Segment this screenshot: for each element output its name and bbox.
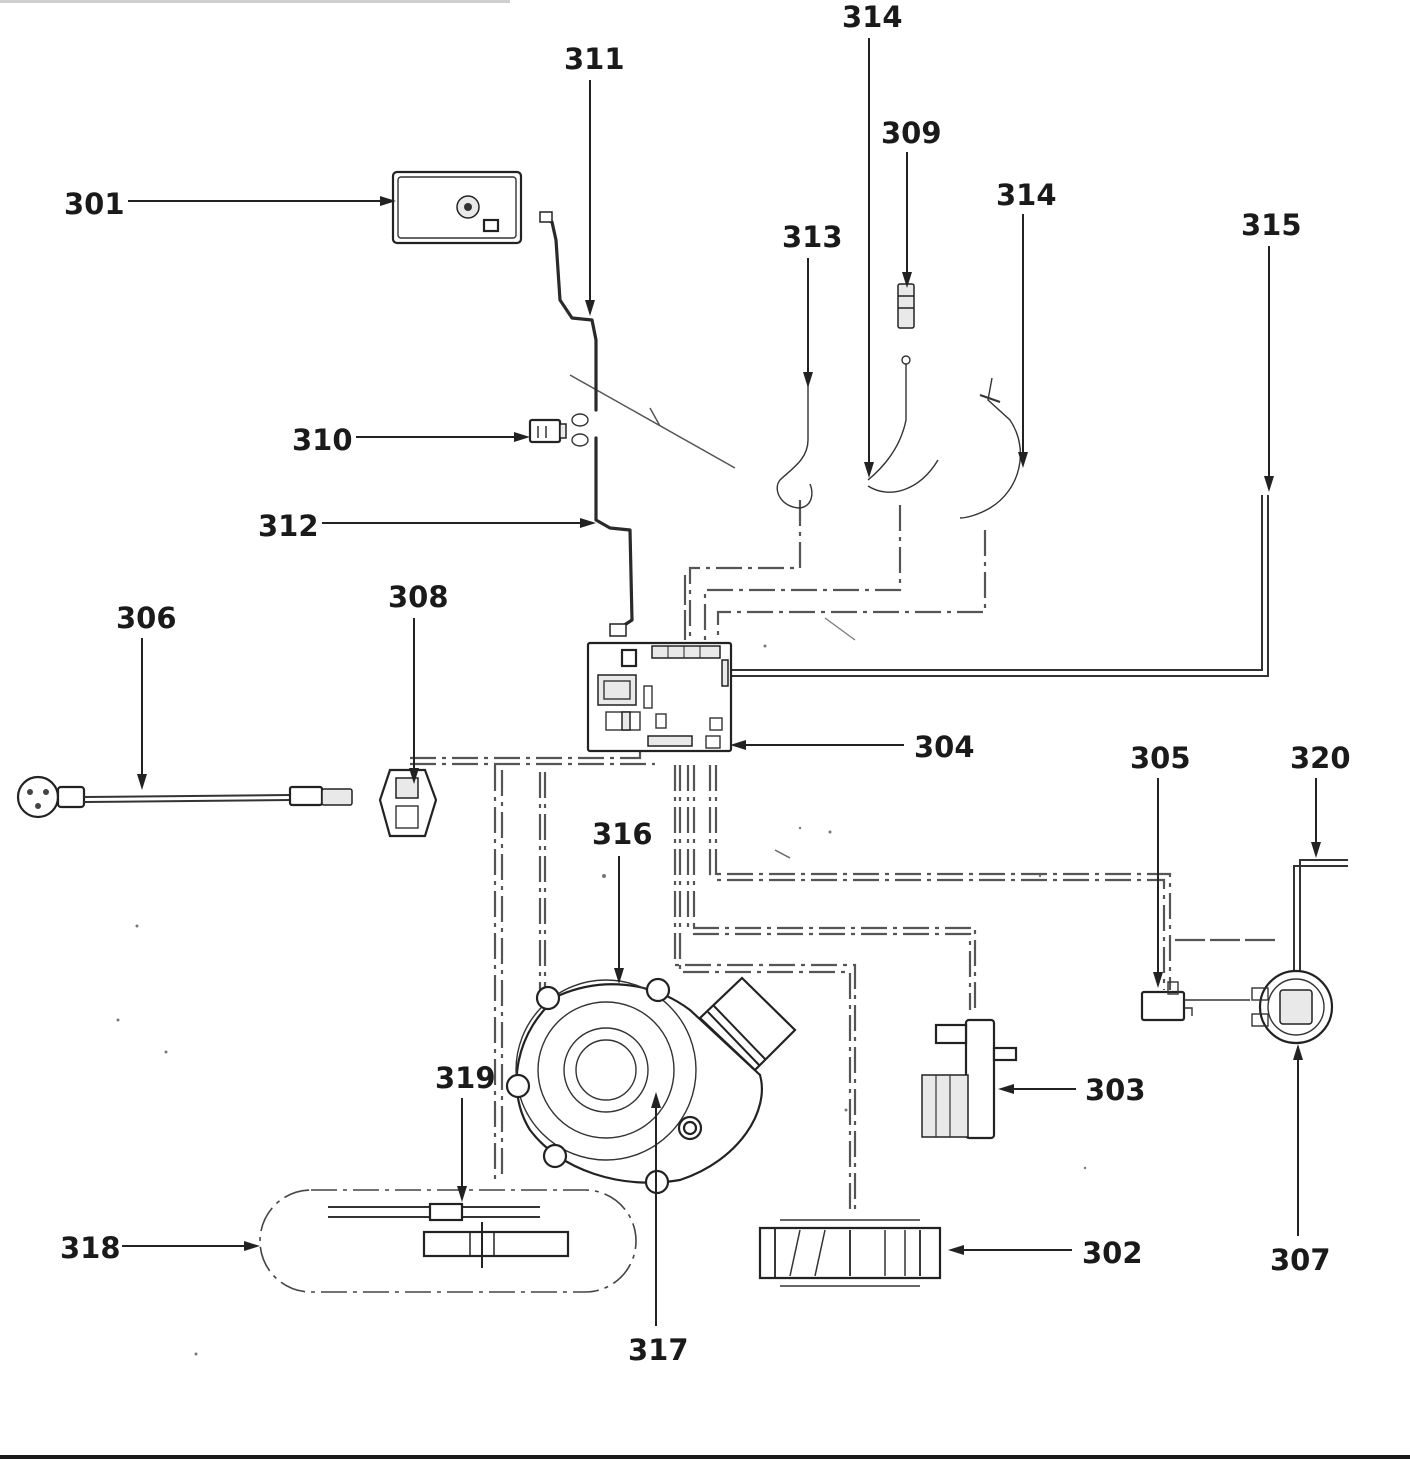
- callout-labels: 301 311 314 309 314 313 315 310 312 308 …: [60, 0, 1351, 1367]
- callout-315: 315: [1241, 208, 1302, 242]
- callout-313: 313: [782, 220, 843, 254]
- probe-314: [959, 377, 1022, 519]
- callout-314-right: 314: [996, 178, 1057, 212]
- callout-310: 310: [292, 423, 353, 457]
- convection-fan-302: [758, 1219, 942, 1287]
- power-switch-308: [378, 768, 438, 838]
- callout-307: 307: [1270, 1243, 1331, 1277]
- power-cord-306: [16, 775, 353, 819]
- control-panel-301: [391, 170, 523, 245]
- callout-308: 308: [388, 580, 449, 614]
- callout-318: 318: [60, 1231, 121, 1265]
- wiring-harness: [410, 374, 1348, 1215]
- igniter-assembly-318: [259, 1189, 637, 1293]
- callout-306: 306: [116, 601, 177, 635]
- callout-311: 311: [564, 42, 625, 76]
- callout-305: 305: [1130, 741, 1191, 775]
- callout-312: 312: [258, 509, 319, 543]
- callout-303: 303: [1085, 1073, 1146, 1107]
- callout-301: 301: [64, 187, 125, 221]
- callout-320: 320: [1290, 741, 1351, 775]
- callout-309: 309: [881, 116, 942, 150]
- thermal-switch-307: [1251, 969, 1334, 1045]
- pressure-switch-305: [1140, 981, 1250, 1022]
- callout-319: 319: [435, 1061, 496, 1095]
- callout-317: 317: [628, 1333, 689, 1367]
- connector-310: [528, 413, 589, 447]
- combustion-blower-316: [505, 976, 797, 1195]
- control-board-304: [586, 641, 733, 753]
- callout-314-top: 314: [842, 0, 903, 34]
- callout-304: 304: [914, 730, 975, 764]
- scan-specks: [116, 644, 1087, 1356]
- display-cable-311-312: [539, 211, 634, 637]
- auger-motor-303: [921, 1018, 1018, 1140]
- callout-302: 302: [1082, 1236, 1143, 1270]
- sensor-309: [867, 283, 939, 493]
- callout-316: 316: [592, 817, 653, 851]
- leader-lines: [122, 38, 1321, 1326]
- probe-313: [776, 360, 813, 509]
